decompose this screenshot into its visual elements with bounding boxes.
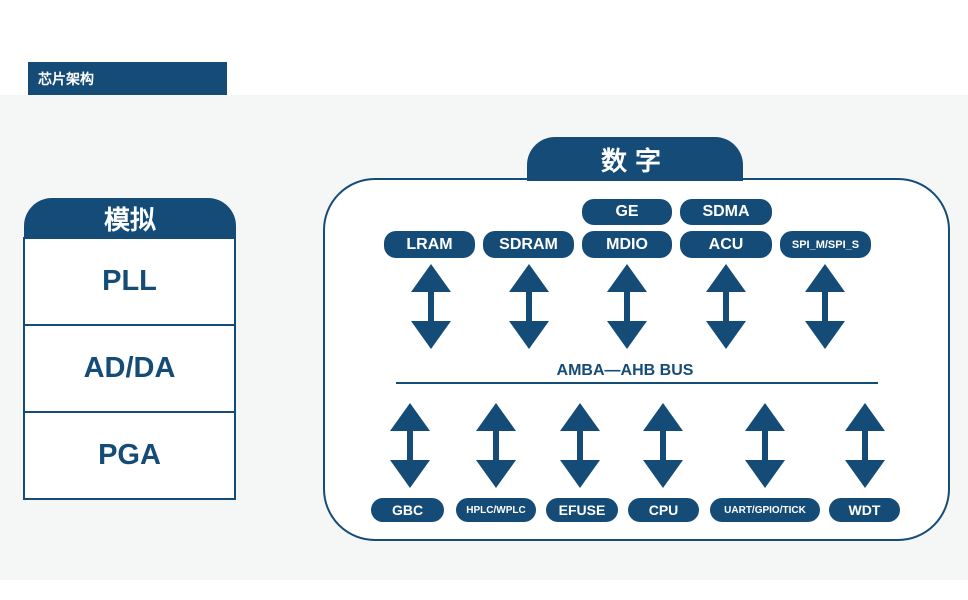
analog-block: PLL AD/DA PGA: [23, 237, 236, 500]
bus-line: [396, 382, 878, 384]
analog-item-adda: AD/DA: [25, 324, 234, 411]
module-sdma: SDMA: [680, 199, 772, 225]
module-cpu: CPU: [628, 498, 699, 522]
double-arrow-icon: [607, 264, 647, 349]
module-hplc-wplc: HPLC/WPLC: [456, 498, 536, 522]
double-arrow-icon: [390, 403, 430, 488]
module-sdram: SDRAM: [483, 231, 574, 258]
page-title-tab: 芯片架构: [28, 62, 227, 95]
module-uart-gpio-tick: UART/GPIO/TICK: [710, 498, 820, 522]
module-ge: GE: [582, 199, 672, 225]
digital-title: 数字: [527, 137, 743, 181]
double-arrow-icon: [509, 264, 549, 349]
page-title: 芯片架构: [38, 71, 94, 88]
module-acu: ACU: [680, 231, 772, 258]
double-arrow-icon: [560, 403, 600, 488]
double-arrow-icon: [745, 403, 785, 488]
analog-item-pga: PGA: [25, 411, 234, 498]
bus-label: AMBA—AHB BUS: [556, 362, 694, 379]
double-arrow-icon: [476, 403, 516, 488]
double-arrow-icon: [411, 264, 451, 349]
analog-item-pll: PLL: [102, 265, 157, 297]
analog-title: 模拟: [24, 198, 236, 238]
module-gbc: GBC: [371, 498, 444, 522]
double-arrow-icon: [706, 264, 746, 349]
module-efuse: EFUSE: [546, 498, 618, 522]
module-wdt: WDT: [829, 498, 900, 522]
module-lram: LRAM: [384, 231, 475, 258]
double-arrow-icon: [643, 403, 683, 488]
module-mdio: MDIO: [582, 231, 672, 258]
double-arrow-icon: [805, 264, 845, 349]
double-arrow-icon: [845, 403, 885, 488]
module-spi: SPI_M/SPI_S: [780, 231, 871, 258]
